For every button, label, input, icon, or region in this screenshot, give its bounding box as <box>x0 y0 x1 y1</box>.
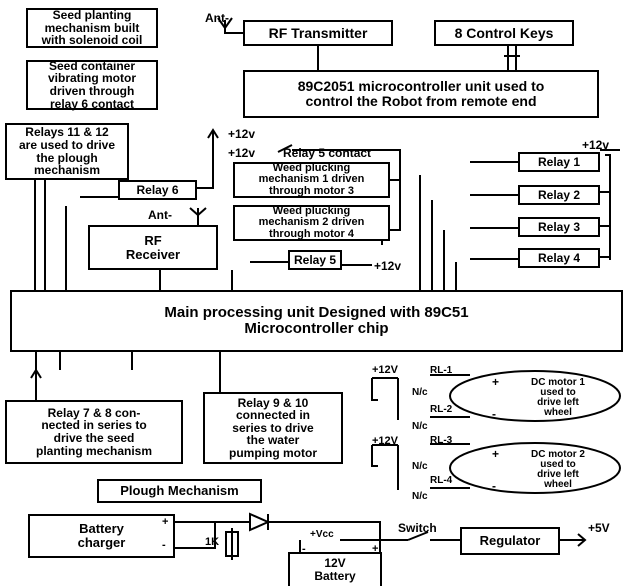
relay5-wire <box>231 261 372 290</box>
v5-label: +5V <box>588 521 610 535</box>
nc2-label: N/c <box>412 421 428 432</box>
weed-plucking-1-block: Weed plucking mechanism 1 driven through… <box>233 162 390 198</box>
relays-7-8-block: Relay 7 & 8 con- nected in series to dri… <box>5 400 183 464</box>
main-down-left <box>35 352 133 400</box>
v12-m2-label: +12V <box>372 435 398 447</box>
seed-container-block: Seed container vibrating motor driven th… <box>26 60 158 110</box>
charger-plus: + <box>162 516 169 528</box>
motor1-plus: + <box>492 375 500 389</box>
relay5-contact-wire <box>277 144 401 231</box>
battery-block: 12V Battery <box>288 552 382 586</box>
battery-charger-block: Battery charger <box>28 514 175 558</box>
relay6-out-wire <box>197 128 219 189</box>
relay-4-block: Relay 4 <box>518 248 600 268</box>
charger-minus: - <box>162 539 166 551</box>
rl1-label: RL-1 <box>430 365 453 376</box>
battery-plus: + <box>372 543 379 555</box>
keys-connector <box>504 44 520 70</box>
ant-rx-label: Ant- <box>148 208 172 222</box>
remote-mcu-block: 89C2051 microcontroller unit used to con… <box>243 70 599 118</box>
v12-label-a: +12v <box>228 127 256 141</box>
rf-receiver-block: RF Receiver <box>88 225 218 270</box>
relay-5-block: Relay 5 <box>288 250 342 270</box>
t-relay6-wire <box>65 196 118 290</box>
motor2-plus: + <box>492 447 500 461</box>
v12-label-b: +12v <box>228 146 256 160</box>
seed-planting-block: Seed planting mechanism built with solen… <box>26 8 158 48</box>
switch-label: Switch <box>398 521 437 535</box>
battery-minus: - <box>302 543 306 555</box>
resistor-1k <box>225 528 239 560</box>
relay-bank-bus <box>600 154 611 260</box>
charger-minus <box>175 522 216 549</box>
relay-bank-verticals <box>419 175 457 290</box>
relay-1-block: Relay 1 <box>518 152 600 172</box>
ant-tx-symbol <box>217 17 233 30</box>
rl3-label: RL-3 <box>430 435 453 446</box>
v12-relay5-label: +12v <box>374 259 402 273</box>
motor2-symbol <box>449 442 621 494</box>
relays78-arrow <box>30 368 42 400</box>
dc-motor-1-label: DC motor 1 used to drive left wheel <box>531 377 585 418</box>
motor2-minus: - <box>492 479 496 493</box>
relay-3-block: Relay 3 <box>518 217 600 237</box>
ant-rx-wire <box>189 207 207 225</box>
ant-tx-wire <box>224 20 243 34</box>
resistor-1k-label: 1K <box>205 536 220 548</box>
nc4-label: N/c <box>412 491 428 502</box>
relay-2-block: Relay 2 <box>518 185 600 205</box>
weed-plucking-2-block: Weed plucking mechanism 2 driven through… <box>233 205 390 241</box>
dc-motor-2-label: DC motor 2 used to drive left wheel <box>531 449 585 490</box>
vcc-label: +Vcc <box>310 529 334 540</box>
rl2-label: RL-2 <box>430 404 453 415</box>
plough-mechanism-block: Plough Mechanism <box>97 479 262 503</box>
regulator-block: Regulator <box>460 527 560 555</box>
relays1112-wires <box>34 180 46 290</box>
control-keys-block: 8 Control Keys <box>434 20 574 46</box>
rf-transmitter-block: RF Transmitter <box>243 20 393 46</box>
main-processing-unit-block: Main processing unit Designed with 89C51… <box>10 290 623 352</box>
motor1-minus: - <box>492 407 496 421</box>
relays-9-10-block: Relay 9 & 10 connected in series to driv… <box>203 392 343 464</box>
nc1-label: N/c <box>412 387 428 398</box>
v12-right-label: +12v <box>582 138 610 152</box>
relays-11-12-block: Relays 11 & 12 are used to drive the plo… <box>5 123 129 180</box>
relay-6-block: Relay 6 <box>118 180 197 200</box>
nc3-label: N/c <box>412 461 428 472</box>
ant-tx-label: Ant- <box>205 11 229 25</box>
motor2-wires <box>371 443 470 490</box>
motor1-symbol <box>449 370 621 422</box>
v12-m1-label: +12V <box>372 364 398 376</box>
diode <box>249 512 271 532</box>
relay5-contact-label: Relay 5 contact <box>283 146 372 160</box>
rl4-label: RL-4 <box>430 475 453 486</box>
switch-wire <box>340 531 587 547</box>
motor1-wires <box>371 374 470 420</box>
